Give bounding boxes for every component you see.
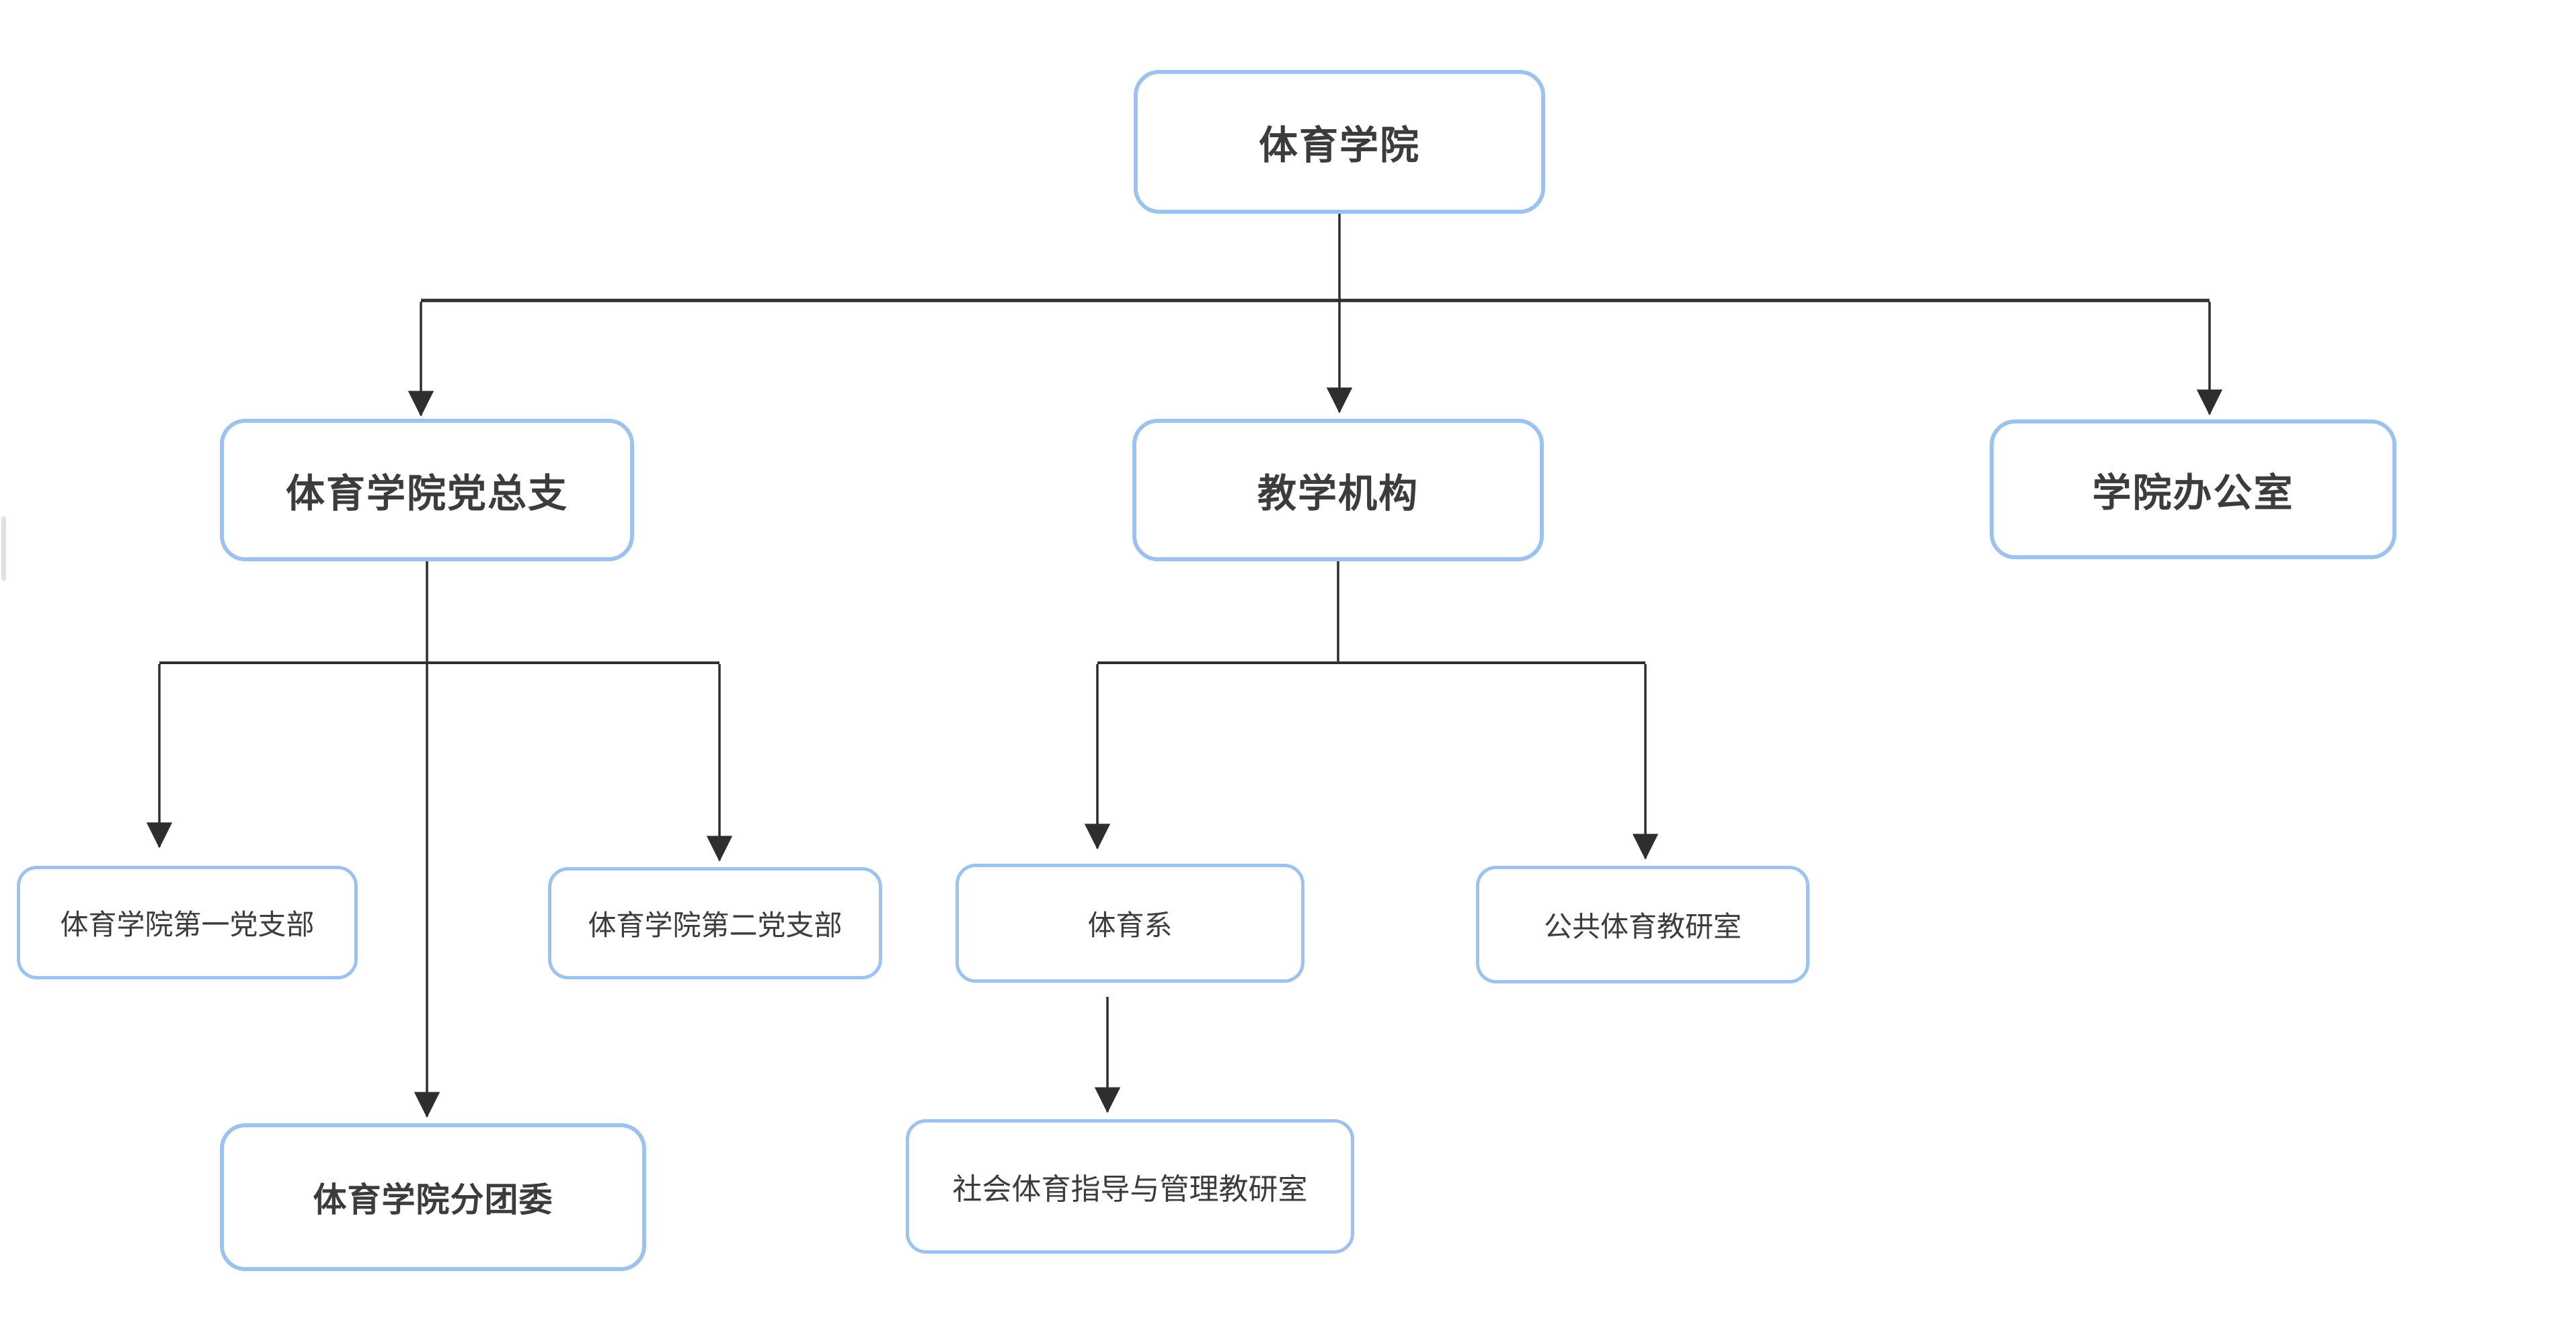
node-label: 社会体育指导与管理教研室	[952, 1173, 1308, 1206]
edge-root-children	[407, 214, 2223, 417]
node-label: 体育学院分团委	[313, 1181, 553, 1219]
edge-party-children	[146, 561, 733, 1118]
node-first-party-branch[interactable]: 体育学院第一党支部	[17, 866, 358, 979]
node-label: 学院办公室	[2092, 471, 2294, 515]
node-sports-college[interactable]: 体育学院	[1134, 70, 1545, 214]
node-label: 体育学院	[1258, 124, 1420, 167]
node-public-pe-teaching-office[interactable]: 公共体育教研室	[1476, 866, 1809, 983]
node-party-general-branch[interactable]: 体育学院党总支	[220, 419, 634, 561]
node-teaching-organizations[interactable]: 教学机构	[1132, 419, 1544, 561]
node-social-pe-guidance-office[interactable]: 社会体育指导与管理教研室	[906, 1119, 1354, 1254]
node-label: 体育学院第二党支部	[588, 909, 843, 941]
edge-teaching-children	[1084, 561, 1659, 860]
clipped-shape-fragment	[1, 516, 6, 581]
node-youth-league-committee[interactable]: 体育学院分团委	[220, 1123, 646, 1271]
node-label: 教学机构	[1257, 472, 1419, 516]
node-second-party-branch[interactable]: 体育学院第二党支部	[548, 867, 882, 979]
node-label: 体育系	[1087, 909, 1173, 941]
node-label: 体育学院党总支	[285, 472, 568, 516]
node-label: 公共体育教研室	[1543, 911, 1742, 942]
node-label: 体育学院第一党支部	[60, 909, 315, 940]
node-pe-department[interactable]: 体育系	[955, 864, 1304, 983]
node-college-office[interactable]: 学院办公室	[1990, 419, 2396, 559]
